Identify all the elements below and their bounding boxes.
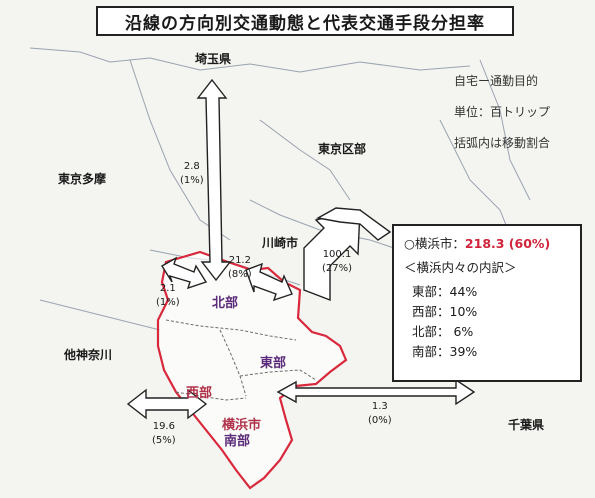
flow-tokyo-ku-value: 100.1 <box>322 249 352 260</box>
flow-chiba-value: 1.3 <box>371 401 388 412</box>
flow-tama: 2.1 (1%) <box>156 282 180 310</box>
info-item-west: 西部：10% <box>412 304 478 319</box>
info-subtitle: ＜横浜内々の内訳＞ <box>404 260 517 275</box>
note-share: 括弧内は移動割合 <box>454 136 551 150</box>
arrow-saitama <box>196 78 232 282</box>
info-item-east: 東部：44% <box>412 284 478 299</box>
flow-saitama: 2.8 (1%) <box>180 160 204 188</box>
district-south-city: 横浜市 <box>222 418 262 433</box>
flow-kawasaki: 21.2 (8%) <box>228 254 252 282</box>
region-chiba: 千葉県 <box>508 418 545 432</box>
flow-chiba: 1.3 (0%) <box>368 400 392 428</box>
flow-kanagawa-other-value: 19.6 <box>152 421 175 432</box>
info-item-south: 南部：39% <box>412 344 478 359</box>
flow-kanagawa-other: 19.6 (5%) <box>152 420 176 448</box>
arrow-tokyo-ku-head <box>315 207 392 241</box>
region-tokyo-ku: 東京区部 <box>318 142 367 156</box>
arrow-chiba <box>276 378 476 406</box>
arrow-tokyo-ku <box>303 209 361 302</box>
flow-saitama-value: 2.8 <box>183 161 200 172</box>
line-east-south <box>239 369 317 381</box>
info-head-prefix: ○横浜市： <box>404 236 465 251</box>
boundary-misc-2 <box>479 59 531 201</box>
info-item-north: 北部： 6% <box>412 324 474 339</box>
note-unit: 単位：百トリップ <box>454 105 551 119</box>
yokohama-info-box: ○横浜市：218.3 (60%) ＜横浜内々の内訳＞ 東部：44% 西部：10%… <box>392 224 582 382</box>
flow-tama-share: (1%) <box>156 297 180 308</box>
flow-tokyo-ku-share: (27%) <box>322 263 353 274</box>
district-south: 南部 <box>224 434 251 449</box>
flow-tokyo-ku: 100.1 (27%) <box>322 248 352 276</box>
boundary-misc <box>259 119 351 201</box>
flow-chiba-share: (0%) <box>368 415 392 426</box>
flow-saitama-share: (1%) <box>180 175 204 186</box>
flow-kawasaki-share: (8%) <box>228 269 252 280</box>
flow-tama-value: 2.1 <box>159 283 176 294</box>
boundary-kanagawa <box>39 299 161 331</box>
info-head: ○横浜市：218.3 (60%) <box>404 234 570 254</box>
note-purpose: 自宅ー通勤目的 <box>454 74 539 88</box>
region-saitama: 埼玉県 <box>195 52 232 66</box>
region-tokyo-tama: 東京多摩 <box>58 172 107 186</box>
district-west: 西部 <box>186 386 213 401</box>
boundary-ku-kawasaki <box>249 199 401 251</box>
district-north: 北部 <box>212 296 239 311</box>
arrow-kanagawa <box>126 388 208 420</box>
flow-kawasaki-value: 21.2 <box>228 255 251 266</box>
flow-kanagawa-other-share: (5%) <box>152 435 176 446</box>
arrow-tama <box>161 256 208 290</box>
boundary-saitama <box>29 47 471 73</box>
arrow-kawasaki <box>245 262 293 302</box>
map-title: 沿線の方向別交通動態と代表交通手段分担率 <box>96 6 514 36</box>
region-kanagawa-other: 他神奈川 <box>64 348 113 362</box>
district-east: 東部 <box>260 356 287 371</box>
info-head-value: 218.3 (60%) <box>464 236 551 251</box>
line-west-east <box>219 329 247 397</box>
region-kawasaki: 川崎市 <box>262 236 299 250</box>
